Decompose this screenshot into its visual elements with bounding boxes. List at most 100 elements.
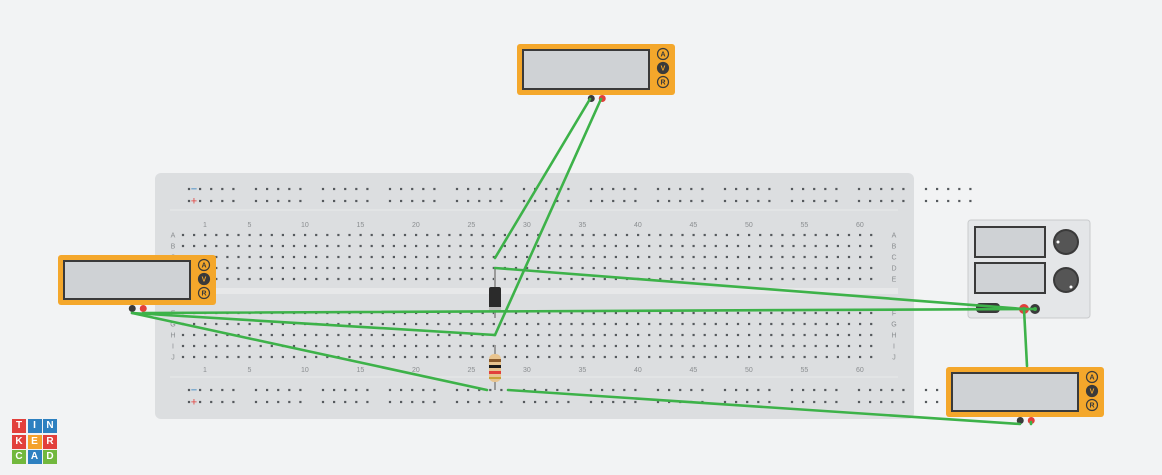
svg-text:R: R xyxy=(660,80,665,87)
row-letter: C xyxy=(891,255,896,262)
column-number-top: 55 xyxy=(801,222,809,229)
mode-r-button[interactable]: R xyxy=(197,286,211,300)
probe-terminal-black[interactable] xyxy=(128,305,136,312)
row-letter: E xyxy=(892,277,897,284)
column-number-top: 30 xyxy=(523,222,531,229)
multimeter-top[interactable]: AVR xyxy=(517,44,675,102)
logo-letter: E xyxy=(27,434,42,449)
power-supply[interactable] xyxy=(967,219,1091,319)
column-number-top: 15 xyxy=(357,222,365,229)
svg-text:R: R xyxy=(1089,403,1094,410)
column-number-bottom: 35 xyxy=(579,367,587,374)
probe-terminal-black[interactable] xyxy=(1016,417,1024,424)
mode-v-button[interactable]: V xyxy=(197,272,211,286)
wire[interactable] xyxy=(493,266,1026,311)
breadboard-holes xyxy=(181,187,972,404)
column-number-top: 25 xyxy=(468,222,476,229)
column-number-bottom: 40 xyxy=(634,367,642,374)
column-number-bottom: 5 xyxy=(247,367,251,374)
column-number-top: 5 xyxy=(247,222,251,229)
column-number-bottom: 60 xyxy=(856,367,864,374)
row-letter: A xyxy=(892,233,897,240)
logo-letter: C xyxy=(12,450,26,464)
row-letter: B xyxy=(892,244,897,251)
logo-letter: D xyxy=(43,450,57,464)
wire[interactable] xyxy=(130,311,489,392)
wire[interactable] xyxy=(130,311,497,337)
row-letter: I xyxy=(172,344,174,351)
column-number-top: 20 xyxy=(412,222,420,229)
svg-text:V: V xyxy=(1090,389,1095,396)
svg-text:A: A xyxy=(1089,375,1094,382)
column-number-bottom: 25 xyxy=(468,367,476,374)
svg-text:R: R xyxy=(201,291,206,298)
multimeter-bottom-right[interactable]: AVR xyxy=(946,367,1104,424)
column-number-top: 45 xyxy=(690,222,698,229)
probe-terminal-red[interactable] xyxy=(139,305,147,312)
column-number-bottom: 10 xyxy=(301,367,309,374)
current-knob[interactable] xyxy=(1053,267,1079,293)
column-number-bottom: 15 xyxy=(357,367,365,374)
mode-r-button[interactable]: R xyxy=(656,75,670,89)
column-number-bottom: 1 xyxy=(203,367,207,374)
voltage-knob[interactable] xyxy=(1053,229,1079,255)
column-number-top: 10 xyxy=(301,222,309,229)
column-number-bottom: 45 xyxy=(690,367,698,374)
mode-a-button[interactable]: A xyxy=(656,47,670,61)
rail-symbol: + xyxy=(191,397,197,409)
mode-v-button[interactable]: V xyxy=(1085,384,1099,398)
column-number-top: 35 xyxy=(579,222,587,229)
logo-letter: R xyxy=(43,434,57,449)
mode-a-button[interactable]: A xyxy=(197,258,211,272)
wire[interactable] xyxy=(1022,307,1029,368)
wire[interactable] xyxy=(141,307,1037,315)
wires[interactable] xyxy=(130,97,1037,426)
row-letter: H xyxy=(891,333,896,340)
column-number-bottom: 20 xyxy=(412,367,420,374)
column-number-top: 60 xyxy=(856,222,864,229)
rail-symbol: − xyxy=(191,184,197,196)
row-letter: H xyxy=(170,333,175,340)
multimeter-left[interactable]: AVR xyxy=(58,255,216,312)
multimeter-display xyxy=(65,262,189,298)
rail-symbol: + xyxy=(191,196,197,208)
diode[interactable] xyxy=(489,268,501,318)
wire[interactable] xyxy=(506,388,1022,426)
wire[interactable] xyxy=(493,97,592,260)
row-letter: G xyxy=(170,322,175,329)
breadboard[interactable]: 1155101015152020252530303535404045455050… xyxy=(155,173,972,419)
logo-letter: K xyxy=(12,434,26,449)
column-number-bottom: 30 xyxy=(523,367,531,374)
row-letter: D xyxy=(891,266,896,273)
row-letter: F xyxy=(892,311,896,318)
probe-terminal-red[interactable] xyxy=(1027,417,1035,424)
row-letter: J xyxy=(171,355,175,362)
resistor[interactable] xyxy=(489,345,501,390)
mode-v-button[interactable]: V xyxy=(656,61,670,75)
column-number-top: 40 xyxy=(634,222,642,229)
svg-text:V: V xyxy=(661,66,666,73)
mode-r-button[interactable]: R xyxy=(1085,398,1099,412)
row-letter: J xyxy=(892,355,896,362)
logo-letter: T xyxy=(12,419,26,433)
mode-a-button[interactable]: A xyxy=(1085,370,1099,384)
row-letter: B xyxy=(171,244,176,251)
row-letter: G xyxy=(891,322,896,329)
logo-letter: N xyxy=(43,419,57,433)
row-letter: A xyxy=(171,233,176,240)
svg-text:A: A xyxy=(201,263,206,270)
multimeter-display xyxy=(524,51,648,88)
wire[interactable] xyxy=(493,97,603,337)
logo-letter: A xyxy=(27,450,42,464)
column-number-bottom: 50 xyxy=(745,367,753,374)
svg-text:A: A xyxy=(660,52,665,59)
svg-text:V: V xyxy=(202,277,207,284)
column-number-top: 1 xyxy=(203,222,207,229)
rail-symbol: − xyxy=(191,385,197,397)
row-letter: I xyxy=(893,344,895,351)
column-number-bottom: 55 xyxy=(801,367,809,374)
column-number-top: 50 xyxy=(745,222,753,229)
logo-letter: I xyxy=(27,419,42,433)
